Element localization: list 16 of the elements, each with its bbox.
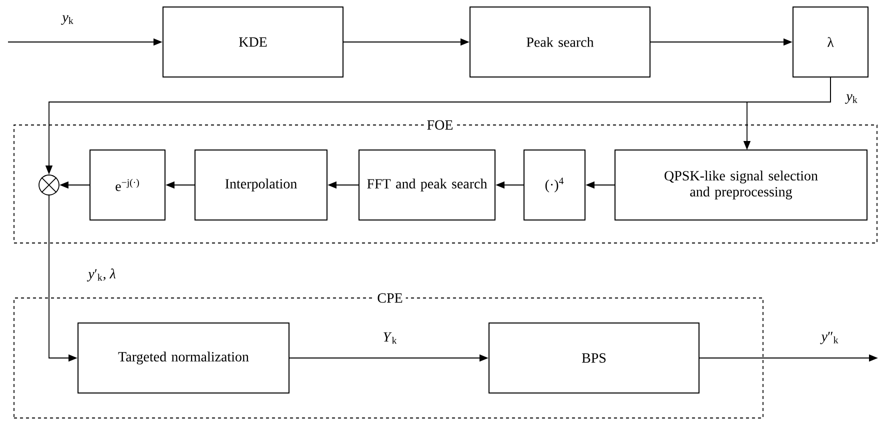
multiplier-symbol bbox=[38, 174, 60, 196]
edge-label: y$_{k}$ bbox=[61, 14, 75, 26]
process-box: KDE bbox=[162, 6, 344, 78]
process-box: (·)$^{4}$ bbox=[524, 150, 586, 220]
process-box: BPS bbox=[488, 322, 700, 394]
process-box: QPSK-like signal selection and preprocessing bbox=[614, 150, 868, 220]
process-box: Peak search bbox=[470, 6, 650, 78]
process-box: λ bbox=[792, 6, 868, 78]
edge-label: y$_{k}$ bbox=[845, 93, 859, 105]
edge-label: y″$_{k}$ bbox=[820, 330, 840, 346]
process-box: Interpolation bbox=[194, 150, 328, 220]
process-box: e$^{−j(·)}$ bbox=[90, 150, 166, 220]
edge-label: Y$_{k}$ bbox=[382, 331, 398, 345]
process-box: FFT and peak search bbox=[358, 150, 496, 220]
process-box: Targeted normalization bbox=[78, 322, 290, 394]
edge-label: y′$_{k}$, λ bbox=[86, 268, 117, 282]
